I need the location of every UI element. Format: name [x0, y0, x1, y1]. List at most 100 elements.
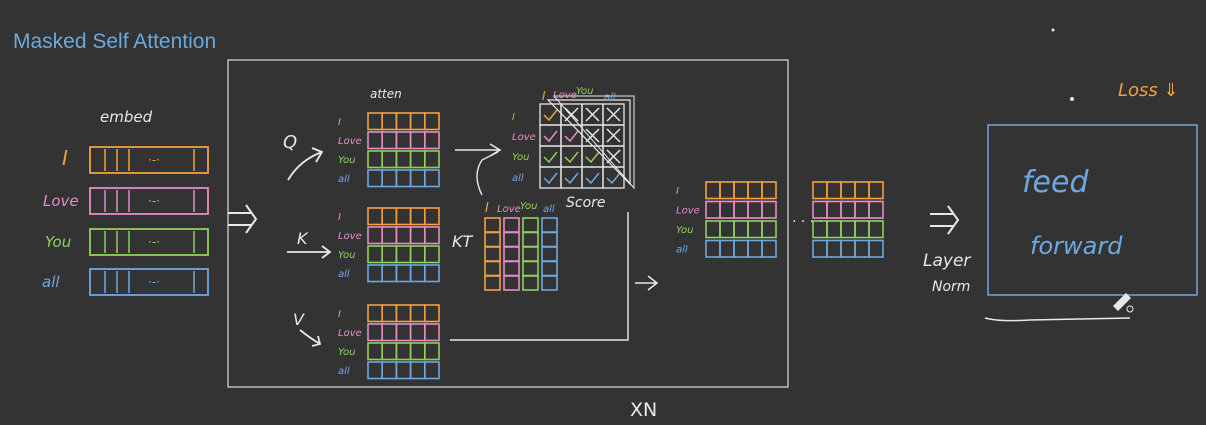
score-row-header: I: [512, 112, 515, 123]
matrix-cell: [381, 361, 398, 380]
matrix-row-label: I: [338, 212, 341, 223]
output-matrix-repeat: [812, 181, 884, 258]
kt-cell: [503, 246, 520, 262]
layer-norm-label-1: Layer: [923, 251, 971, 271]
score-value-mark: [543, 109, 558, 122]
score-cell: [560, 145, 583, 168]
mask-cross-icon: [606, 149, 621, 164]
matrix-cell: [423, 131, 440, 150]
score-row-header: Love: [512, 132, 536, 143]
matrix-cell: [381, 245, 398, 264]
output-cell: [868, 220, 884, 239]
kt-cell: [522, 275, 539, 291]
mask-cross-icon: [585, 107, 600, 122]
output-cell: [705, 239, 721, 258]
output-cell: [747, 239, 763, 258]
matrix-row-label: You: [338, 347, 355, 358]
output-cell: [761, 181, 777, 200]
score-cell: [539, 103, 562, 126]
matrix-cell: [367, 342, 383, 361]
output-cell: [840, 200, 856, 219]
dot-2: [1051, 28, 1055, 32]
score-value-mark: [543, 172, 558, 185]
kt-header-label: You: [520, 201, 537, 212]
matrix-cell: [381, 112, 398, 131]
matrix-cell: [381, 226, 398, 245]
matrix-cell: [409, 304, 426, 323]
matrix-cell: [367, 226, 383, 245]
matrix-cell: [423, 304, 440, 323]
score-value-mark: [585, 172, 600, 185]
dot-1: [1070, 97, 1074, 101]
kt-label: KT: [452, 232, 473, 251]
matrix-cell: [367, 131, 383, 150]
matrix-cell: [423, 207, 440, 226]
xn-label: XN: [630, 399, 657, 421]
output-cell: [854, 181, 870, 200]
embedding-rows: I·-·Love·-·You·-·all·-·: [42, 146, 209, 296]
output-cell: [868, 181, 884, 200]
kt-cell: [484, 246, 501, 262]
kt-cell: [522, 260, 539, 277]
output-cell: [719, 181, 735, 200]
matrix-row-label: all: [338, 269, 350, 280]
score-label: Score: [566, 195, 606, 211]
output-cell: [733, 200, 749, 219]
mask-triangle-outer: [552, 95, 635, 190]
score-cell: [581, 166, 604, 189]
matrix-cell: [395, 150, 412, 169]
v-arrow: [299, 329, 322, 347]
v-line-to-output: [450, 212, 629, 341]
output-cell: [733, 239, 749, 258]
score-cell: [539, 145, 562, 168]
matrix-row-label: Love: [338, 231, 362, 242]
matrix-cell: [409, 207, 426, 226]
score-value-mark: [606, 172, 621, 185]
matrix-cell: [395, 323, 412, 342]
output-row-label: I: [676, 186, 679, 197]
feed-forward-box: [987, 124, 1198, 296]
arrow-embed-to-block: [228, 204, 258, 234]
matrix-cell: [395, 169, 412, 188]
output-cell: [840, 239, 856, 258]
matrix-cell: [395, 245, 412, 264]
output-cell: [719, 220, 735, 239]
score-row-header: all: [512, 173, 524, 184]
score-cell: [560, 166, 583, 189]
kt-cell: [541, 260, 558, 277]
score-col-header: Love: [553, 90, 577, 101]
output-cell: [868, 239, 884, 258]
embed-token-label: all: [42, 273, 60, 291]
arrow-to-feed-forward: [930, 205, 960, 235]
matrix-cell: [423, 323, 440, 342]
matrix-cell: [367, 304, 383, 323]
matrix-cell: [409, 131, 426, 150]
output-cell: [761, 200, 777, 219]
matrix-row-label: I: [338, 309, 341, 320]
matrix-cell: [423, 245, 440, 264]
matrix-cell: [423, 226, 440, 245]
forward-label: forward: [1030, 232, 1123, 260]
matrix-cell: [423, 264, 440, 283]
score-col-header: You: [576, 86, 593, 97]
matrix-cell: [409, 361, 426, 380]
embed-ellipsis: ·-·: [148, 235, 160, 249]
embed-ellipsis: ·-·: [148, 153, 160, 167]
score-value-mark: [543, 151, 558, 164]
kt-cell: [541, 275, 558, 291]
matrix-cell: [381, 150, 398, 169]
output-cell: [747, 220, 763, 239]
matrix-cell: [423, 169, 440, 188]
output-cell: [733, 220, 749, 239]
output-cell: [747, 200, 763, 219]
output-cell: [840, 181, 856, 200]
matrix-cell: [381, 169, 398, 188]
output-cell: [840, 220, 856, 239]
score-row-header: You: [512, 152, 529, 163]
v-label: V: [293, 310, 305, 329]
score-col-header: all: [604, 92, 616, 103]
